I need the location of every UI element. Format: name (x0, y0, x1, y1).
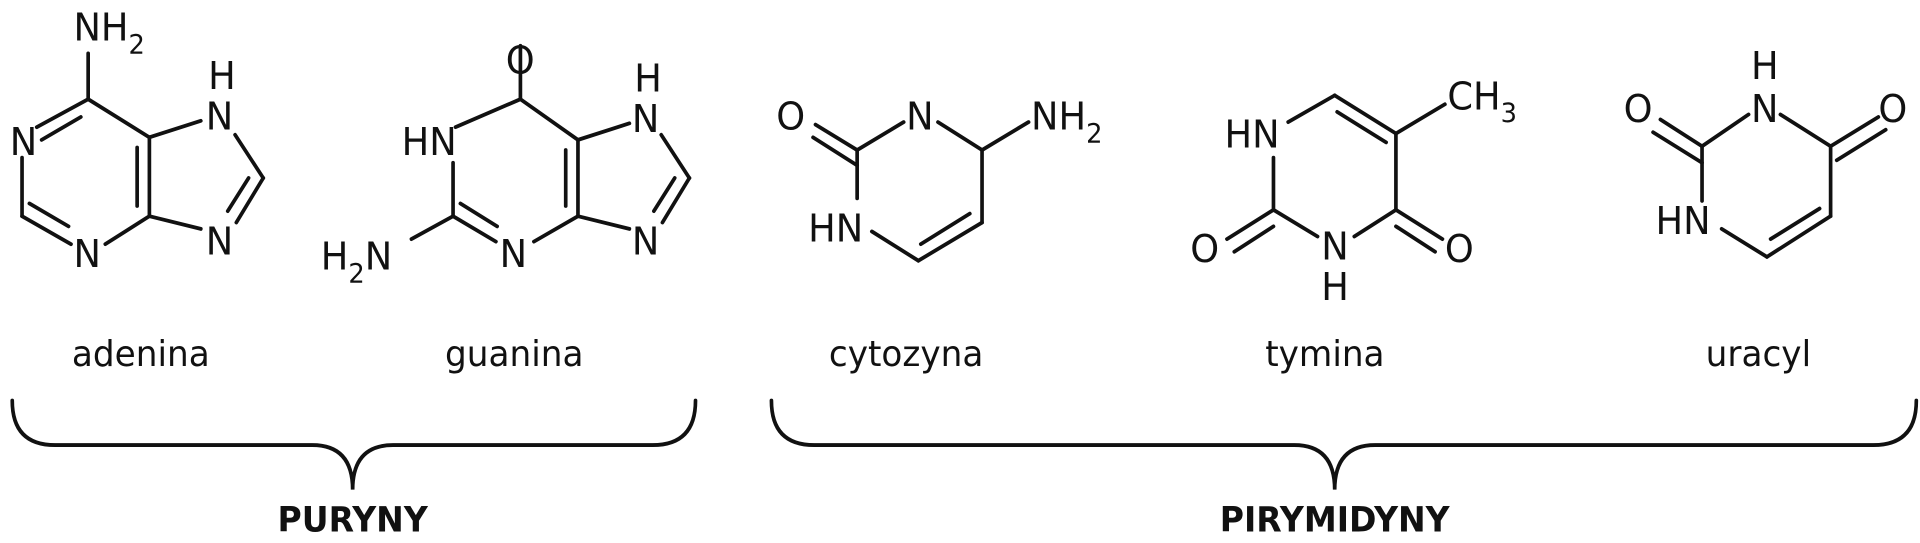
bond-line (1651, 130, 1704, 165)
atom-label: H2N (321, 234, 392, 290)
bond-line (1271, 207, 1320, 239)
atom-label: N (906, 94, 933, 139)
bond-line (1352, 207, 1398, 239)
adenine-structure: NH2 N N H N N adenina (10, 5, 236, 375)
bond-line (451, 214, 498, 244)
atom-label: N (632, 219, 659, 264)
atom-label: NH2 (73, 5, 144, 61)
bond-line (1828, 115, 1881, 149)
bond-line (660, 176, 692, 225)
pyrimidines-brace (769, 398, 1919, 490)
bond-line (1394, 224, 1437, 254)
bond-line (27, 201, 71, 229)
atom-label: O (1878, 86, 1907, 131)
bond-line (1834, 127, 1888, 163)
purines-label: PURYNY (278, 500, 429, 540)
bond-line (225, 176, 251, 214)
bond-line (576, 121, 632, 142)
cytosine-structure: O N NH2 HN cytozyna (776, 94, 1102, 375)
bond-line (916, 220, 984, 263)
bond-line (532, 214, 580, 244)
atom-label: N (206, 219, 233, 264)
bond-line (855, 120, 906, 152)
atom-label: H (208, 53, 236, 98)
atom-label: O (1445, 226, 1474, 271)
bond-line (1768, 206, 1822, 241)
bond-line (918, 211, 972, 247)
atom-label: NH2 (1031, 94, 1102, 150)
atom-label: N (632, 97, 659, 142)
bond-line (936, 120, 984, 152)
atom-label: N (1321, 224, 1348, 269)
bond-line (34, 97, 90, 130)
bonds (20, 43, 1888, 263)
thymine-structure: HN CH3 O N H O tymina (1190, 74, 1517, 376)
bond-line (1335, 109, 1388, 145)
bond-line (518, 97, 580, 142)
bond-line (652, 176, 677, 214)
atom-label: CH3 (1447, 74, 1517, 130)
molecule-name-guanine: guanina (445, 335, 583, 376)
bond-line (147, 118, 203, 140)
bond-line (233, 132, 266, 180)
atom-label: HN (1656, 198, 1711, 243)
bond-line (1332, 93, 1398, 136)
bond-line (980, 120, 1031, 152)
bond-line (409, 214, 455, 241)
bond-line (1394, 207, 1445, 241)
bond-line (1394, 102, 1447, 136)
atom-label: N (1751, 86, 1778, 131)
atom-label: N (206, 94, 233, 139)
atom-label: N (10, 119, 37, 164)
atom-label: H (1751, 43, 1779, 88)
bond-line (576, 214, 632, 231)
purines-brace (10, 398, 698, 490)
bond-line (1225, 207, 1276, 241)
bond-line (1700, 112, 1751, 149)
atom-label: O (1624, 86, 1653, 131)
atom-label: O (1190, 226, 1219, 271)
bond-line (1286, 93, 1337, 124)
atom-label: HN (402, 119, 457, 164)
uracil-structure: O H N O HN uracyl (1624, 43, 1908, 375)
bond-line (453, 97, 523, 130)
bond-line (103, 214, 152, 247)
bond-line (811, 135, 859, 168)
atom-label: H (634, 56, 662, 101)
bond-line (86, 97, 152, 140)
atom-label: HN (1224, 112, 1279, 157)
bond-line (39, 115, 83, 142)
bond-line (1719, 226, 1769, 259)
bond-line (1778, 112, 1833, 149)
atom-label: HN (808, 206, 863, 251)
atom-label: N (73, 231, 100, 276)
guanine-structure: O HN H2N N H N N guanina (321, 38, 662, 375)
molecule-name-adenine: adenina (72, 335, 210, 376)
atom-label: O (506, 38, 535, 83)
bond-line (234, 176, 266, 225)
molecule-name-uracil: uracyl (1706, 335, 1811, 376)
bond-line (20, 214, 73, 247)
bond-line (813, 122, 859, 152)
molecule-name-thymine: tymina (1265, 335, 1384, 376)
bond-line (1658, 117, 1704, 149)
atom-label: H (1321, 264, 1349, 309)
bond-line (458, 201, 499, 229)
bond-line (1765, 214, 1833, 259)
bond-line (147, 214, 203, 231)
bond-line (870, 229, 921, 263)
bond-line (659, 132, 692, 180)
atom-label: O (776, 94, 805, 139)
pyrimidines-label: PIRYMIDYNY (1220, 500, 1450, 540)
atom-label: N (500, 231, 527, 276)
bond-line (1232, 224, 1276, 254)
molecule-name-cytosine: cytozyna (829, 335, 984, 376)
